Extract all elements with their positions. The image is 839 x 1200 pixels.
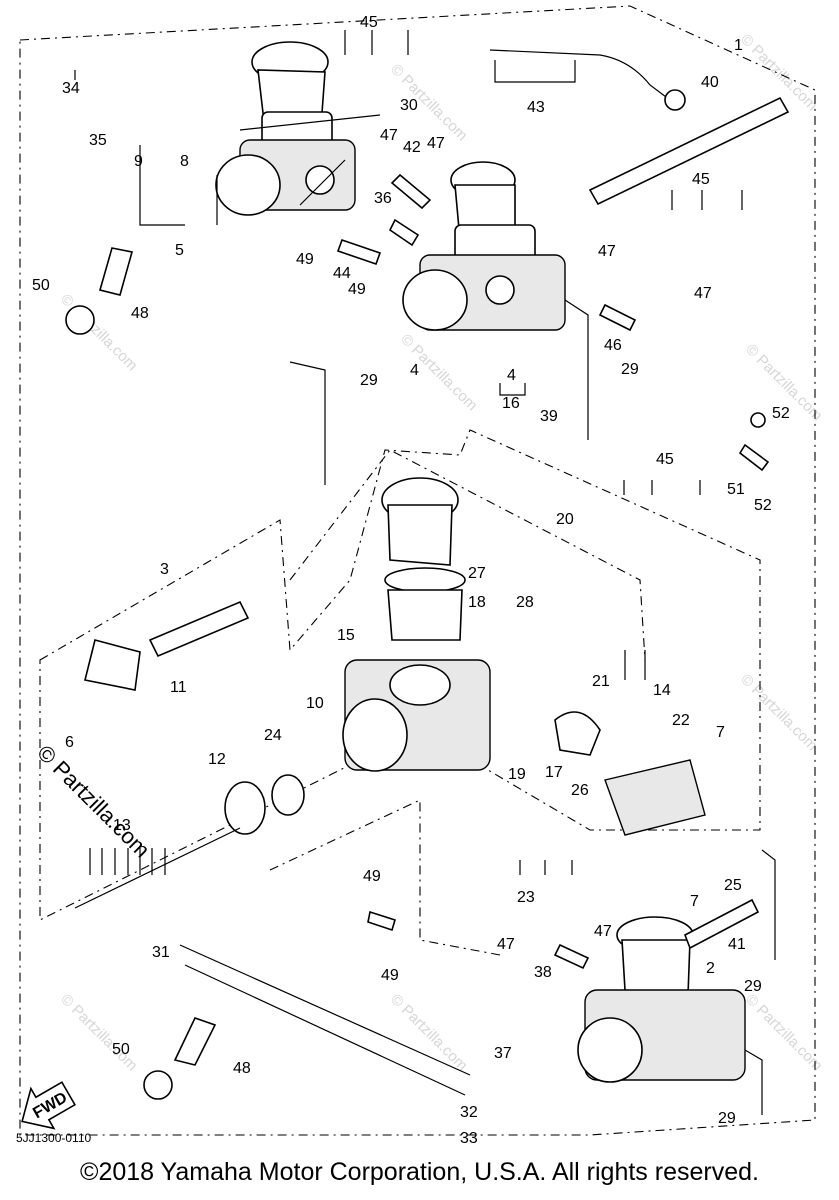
callout-7: 7 [690,893,699,910]
callout-38: 38 [534,964,552,981]
small-parts [65,49,790,1115]
callout-28: 28 [516,594,534,611]
callout-19: 19 [508,766,526,783]
callout-4: 4 [507,367,516,384]
callout-29: 29 [744,978,762,995]
callout-41: 41 [728,936,746,953]
callout-48: 48 [131,305,149,322]
callout-12: 12 [208,751,226,768]
callout-3: 3 [160,561,169,578]
callout-49: 49 [348,281,366,298]
callout-46: 46 [604,337,622,354]
callout-27: 27 [468,565,486,582]
callout-20: 20 [556,511,574,528]
callout-51: 51 [727,481,745,498]
callout-47: 47 [427,135,445,152]
callout-33: 33 [460,1130,478,1147]
callout-45: 45 [360,14,378,31]
callout-21: 21 [592,673,610,690]
callout-43: 43 [527,99,545,116]
callout-49: 49 [381,967,399,984]
carburetor-center [342,477,491,772]
assembly-boundary [19,5,816,1136]
callout-1: 1 [734,37,743,54]
callout-26: 26 [571,782,589,799]
callout-22: 22 [672,712,690,729]
callout-4: 4 [410,362,419,379]
callout-49: 49 [363,868,381,885]
callout-30: 30 [400,97,418,114]
callout-15: 15 [337,627,355,644]
callout-25: 25 [724,877,742,894]
callout-45: 45 [656,451,674,468]
sub-assembly-boundary [39,429,761,921]
callout-7: 7 [716,724,725,741]
callout-8: 8 [180,153,189,170]
callout-18: 18 [468,594,486,611]
callout-47: 47 [594,923,612,940]
callout-5: 5 [175,242,184,259]
callout-42: 42 [403,139,421,156]
carburetor-upper-right [402,161,566,331]
callout-6: 6 [65,734,74,751]
callout-11: 11 [170,679,187,696]
carburetor-upper-left [215,41,381,216]
watermark: © Partzilla.com [57,291,140,374]
callout-2: 2 [706,960,715,977]
callout-9: 9 [134,153,143,170]
callout-47: 47 [380,127,398,144]
callout-47: 47 [694,285,712,302]
callout-49: 49 [296,251,314,268]
callout-29: 29 [360,372,378,389]
callout-45: 45 [692,171,710,188]
lower-boundary [269,799,501,956]
callout-47: 47 [598,243,616,260]
carburetor-lower-right [577,916,746,1083]
callout-29: 29 [718,1110,736,1127]
callout-29: 29 [621,361,639,378]
callout-35: 35 [89,132,107,149]
callout-50: 50 [112,1041,130,1058]
callout-14: 14 [653,682,671,699]
leader-lines [74,30,743,875]
watermark: © Partzilla.com [57,991,140,1074]
diagram-code: 5JJ1300-0110 [16,1131,92,1145]
callout-17: 17 [545,764,563,781]
callout-32: 32 [460,1104,478,1121]
callout-16: 16 [502,395,520,412]
callout-52: 52 [772,405,790,422]
callout-31: 31 [152,944,170,961]
callout-24: 24 [264,727,282,744]
callout-labels: 1 2 3 4 4 5 6 7 7 8 9 10 11 12 13 14 15 … [32,14,790,1147]
callout-52: 52 [754,497,772,514]
callout-44: 44 [333,265,351,282]
callout-50: 50 [32,277,50,294]
callout-48: 48 [233,1060,251,1077]
callout-36: 36 [374,190,392,207]
callout-39: 39 [540,408,558,425]
callout-37: 37 [494,1045,512,1062]
parts-group-boundary [289,449,646,661]
callout-23: 23 [517,889,535,906]
callout-10: 10 [306,695,324,712]
watermark: © Partzilla.com [737,671,820,754]
watermark: © Partzilla.com [742,991,825,1074]
watermark: © Partzilla.com [387,991,470,1074]
callout-34: 34 [62,80,80,97]
callout-47: 47 [497,936,515,953]
copyright-footer: ©2018 Yamaha Motor Corporation, U.S.A. A… [80,1158,759,1186]
callout-40: 40 [701,74,719,91]
callout-13: 13 [113,817,131,834]
